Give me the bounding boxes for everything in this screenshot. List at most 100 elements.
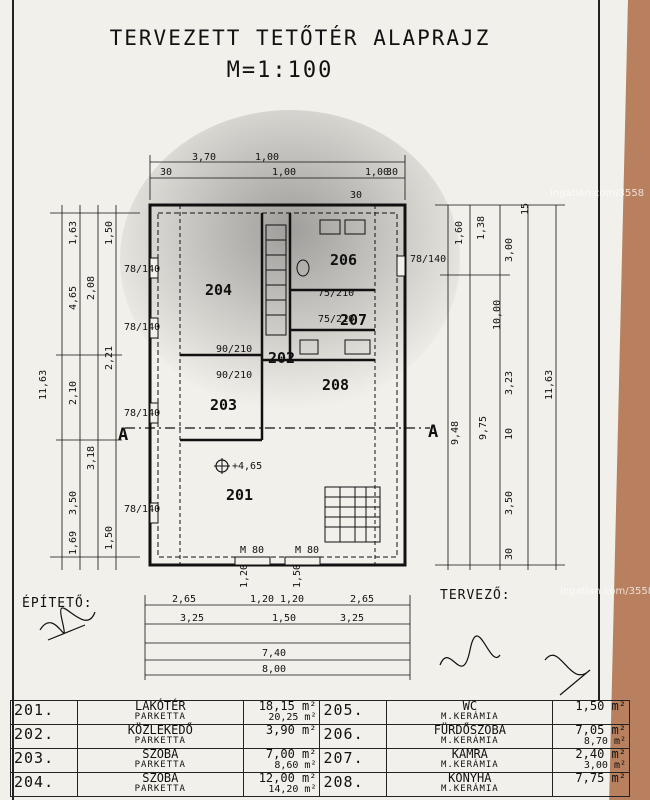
dim-label: 7,40 bbox=[262, 648, 286, 659]
door-mark: 90/210 bbox=[216, 370, 252, 381]
floor-finish: PARKETTA bbox=[134, 760, 186, 770]
interior-walls bbox=[180, 213, 375, 442]
dim-label: 30 bbox=[504, 548, 515, 560]
room-area-gross: 20,25 m² bbox=[268, 712, 317, 723]
room-name: SZOBA bbox=[142, 747, 179, 761]
room-area: 1,50 m² bbox=[575, 699, 626, 713]
drawing-scale: M=1:100 bbox=[226, 58, 334, 83]
dim-label: 11,63 bbox=[38, 370, 49, 400]
windows bbox=[149, 255, 406, 566]
floor-finish: M.KERÁMIA bbox=[440, 712, 499, 722]
section-mark-right: A bbox=[428, 422, 438, 442]
dim-label: 2,08 bbox=[86, 276, 97, 300]
table-cell: 208. bbox=[319, 772, 388, 797]
room-label-201: 201 bbox=[226, 486, 253, 504]
room-name: SZOBA bbox=[142, 771, 179, 785]
room-label-206: 206 bbox=[330, 251, 357, 269]
dim-label: 1,63 bbox=[68, 221, 79, 245]
floor-finish: PARKETTA bbox=[134, 712, 186, 722]
dim-label: 1,20 bbox=[250, 594, 274, 605]
dim-label: 1,20 bbox=[239, 564, 250, 588]
frame-right-line bbox=[598, 0, 600, 700]
builder-label: ÉPÍTETŐ: bbox=[22, 596, 93, 611]
dim-label: 30 bbox=[350, 190, 362, 201]
dim-label: 9,48 bbox=[450, 421, 461, 445]
room-name: KAMRA bbox=[451, 747, 488, 761]
floor-finish: M.KERÁMIA bbox=[440, 760, 499, 770]
dim-label: 2,65 bbox=[350, 594, 374, 605]
outer-walls bbox=[148, 203, 407, 567]
window-mark: 78/140 bbox=[124, 408, 160, 419]
room-label-207: 207 bbox=[340, 311, 367, 329]
builder-signature bbox=[39, 607, 96, 641]
dim-label: 3,50 bbox=[68, 491, 79, 515]
dim-label: 3,23 bbox=[504, 371, 515, 395]
dim-label: 1,50 bbox=[104, 526, 115, 550]
room-number: 201. bbox=[14, 701, 55, 719]
dim-label: 2,21 bbox=[104, 346, 115, 370]
table-cell: 201. bbox=[10, 700, 78, 725]
dim-label: 3,50 bbox=[504, 491, 515, 515]
dim-label: 1,20 bbox=[280, 594, 304, 605]
door-mark: 75/210 bbox=[318, 288, 354, 299]
level-label: +4,65 bbox=[232, 461, 262, 472]
watermark: ingatlan.com/3558 bbox=[560, 586, 650, 597]
dim-label: 1,00 bbox=[272, 167, 296, 178]
dim-label: 1,69 bbox=[68, 531, 79, 555]
dim-label: 1,00 bbox=[365, 167, 389, 178]
room-area: 12,00 m² bbox=[258, 771, 317, 785]
room-area: 7,05 m² bbox=[575, 723, 626, 737]
room-number: 202. bbox=[14, 725, 55, 743]
room-label-202: 202 bbox=[268, 349, 295, 367]
dim-label: M 80 bbox=[240, 545, 264, 556]
dim-label: 8,00 bbox=[262, 664, 286, 675]
frame-left-line bbox=[12, 0, 14, 800]
dim-label: M 80 bbox=[295, 545, 319, 556]
dim-label: 1,50 bbox=[272, 613, 296, 624]
level-marker bbox=[214, 458, 230, 474]
dim-label: 10 bbox=[504, 428, 515, 440]
dim-label: 30 bbox=[386, 167, 398, 178]
window-mark: 78/140 bbox=[124, 322, 160, 333]
room-name: LAKÓTÉR bbox=[135, 699, 186, 713]
dim-label: 3,25 bbox=[180, 613, 204, 624]
room-area: 3,90 m² bbox=[265, 723, 317, 737]
table-cell: 204. bbox=[10, 772, 78, 797]
bathroom-fixtures bbox=[296, 219, 371, 355]
dim-label: 4,65 bbox=[68, 286, 79, 310]
dim-label: 10,00 bbox=[492, 300, 503, 330]
dim-label: 3,00 bbox=[504, 238, 515, 262]
watermark: ingatlan.com/3558 bbox=[550, 188, 645, 199]
dim-label: 9,75 bbox=[478, 416, 489, 440]
staircase bbox=[265, 224, 381, 543]
table-cell: 207. bbox=[319, 748, 388, 773]
table-cell: 206. bbox=[319, 724, 388, 749]
room-number: 203. bbox=[14, 749, 55, 767]
table-cell: 7,75 m² bbox=[552, 772, 630, 797]
room-number: 208. bbox=[323, 773, 364, 791]
room-number: 206. bbox=[323, 725, 364, 743]
dim-label: 15 bbox=[520, 203, 531, 215]
door-mark: 90/210 bbox=[216, 344, 252, 355]
room-area: 18,15 m² bbox=[258, 699, 317, 713]
top-dimension-lines bbox=[149, 155, 406, 200]
room-number: 204. bbox=[14, 773, 55, 791]
table-cell: 205. bbox=[319, 700, 388, 725]
room-name: FÜRDŐSZOBA bbox=[433, 723, 506, 737]
dim-label: 1,00 bbox=[255, 152, 279, 163]
dim-label: 1,38 bbox=[476, 216, 487, 240]
